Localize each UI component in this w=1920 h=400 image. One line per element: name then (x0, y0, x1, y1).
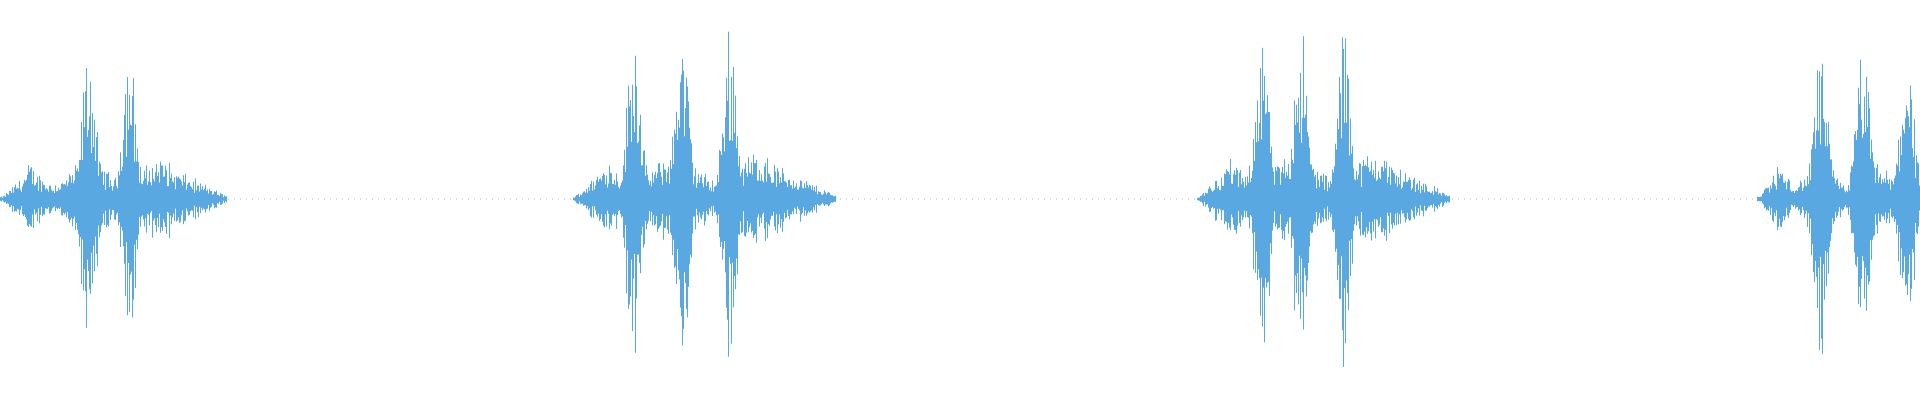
waveform-samples (0, 31, 1920, 367)
waveform-path (0, 31, 1920, 367)
